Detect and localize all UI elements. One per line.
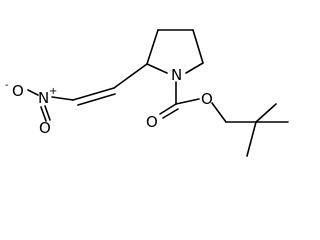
atom-ester-o: O xyxy=(201,90,213,108)
bond-ring-c2-c3 xyxy=(146,29,159,65)
bond-ring-c5-n xyxy=(185,62,204,74)
atom-nitro-n: N xyxy=(38,89,49,107)
bond-carbonyl-o-double-b xyxy=(162,108,179,119)
bond-vinyl-no2 xyxy=(51,96,74,101)
atom-nitro-o-bottom: O xyxy=(39,119,51,137)
atom-carbonyl-o: O xyxy=(146,113,158,131)
bond-vinyl-double-a xyxy=(72,87,115,101)
bonds xyxy=(27,29,289,157)
nitro-n-charge: + xyxy=(49,86,57,97)
bond-tbu-methyl-down xyxy=(246,121,257,157)
atom-pyrrolidine-n: N xyxy=(171,66,182,84)
bond-ring-c4-c5 xyxy=(192,29,204,64)
structure-diagram: N O O N + O - O xyxy=(5,29,289,157)
atom-labels: N O O N + O - O xyxy=(5,66,213,137)
bond-ring-n-c2 xyxy=(146,63,168,74)
bond-nitro-o-top xyxy=(27,89,39,96)
bond-nitro-o-bottom-b xyxy=(40,106,47,122)
bond-vinyl-double-b xyxy=(77,93,116,106)
bond-tbu-methyl-up xyxy=(255,103,277,123)
bond-carbonyl-ester-o xyxy=(175,98,200,105)
bond-nitro-o-bottom-a xyxy=(44,105,51,121)
bond-ester-o-tbu xyxy=(211,102,227,123)
bond-carbonyl-o-double-a xyxy=(159,103,177,115)
atom-nitro-o-top: O xyxy=(12,82,24,100)
bond-c2-vinyl xyxy=(113,63,148,89)
nitro-o-charge: - xyxy=(5,80,9,91)
